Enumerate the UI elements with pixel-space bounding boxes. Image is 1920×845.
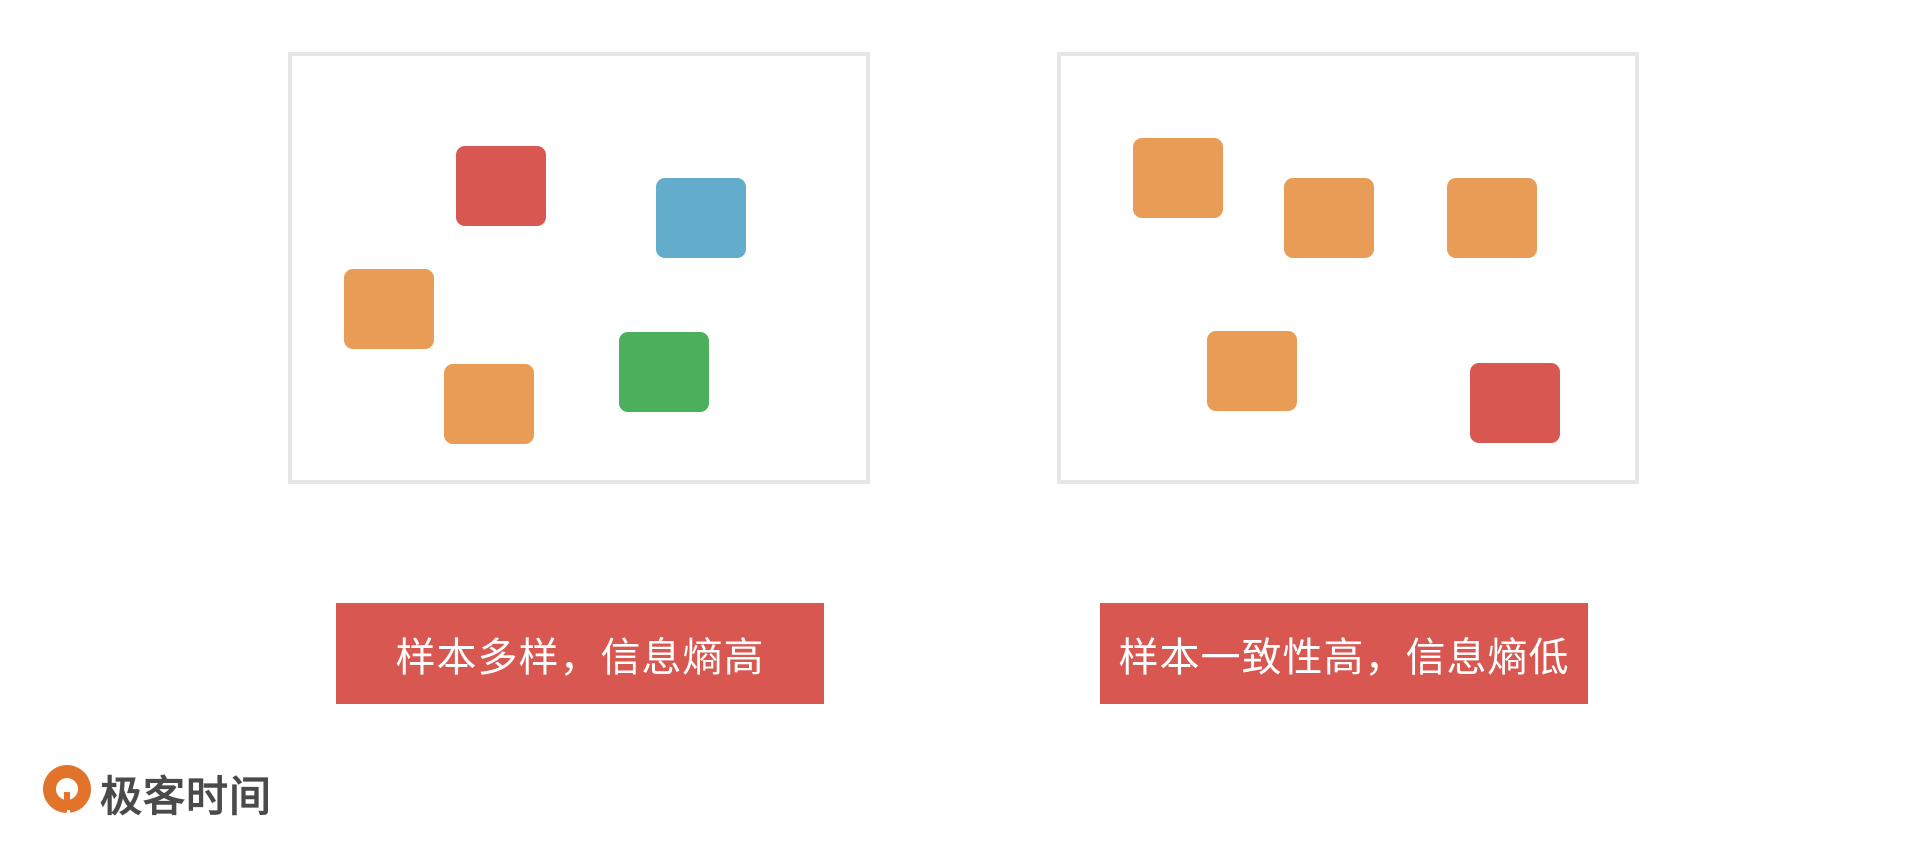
uniform-sample-panel — [1057, 52, 1639, 484]
sample-square — [344, 269, 434, 349]
sample-square — [456, 146, 546, 226]
sample-square — [444, 364, 534, 444]
sample-square — [656, 178, 746, 258]
high-entropy-caption: 样本多样，信息熵高 — [336, 603, 824, 704]
diverse-sample-panel — [288, 52, 870, 484]
sample-square — [1284, 178, 1374, 258]
geektime-logo-icon — [43, 765, 91, 822]
brand-name: 极客时间 — [100, 771, 273, 821]
sample-square — [1447, 178, 1537, 258]
brand-watermark: 极客时间 — [40, 762, 272, 824]
sample-square — [1470, 363, 1560, 443]
sample-square — [619, 332, 709, 412]
sample-square — [1133, 138, 1223, 218]
sample-square — [1207, 331, 1297, 411]
low-entropy-caption: 样本一致性高，信息熵低 — [1100, 603, 1588, 704]
